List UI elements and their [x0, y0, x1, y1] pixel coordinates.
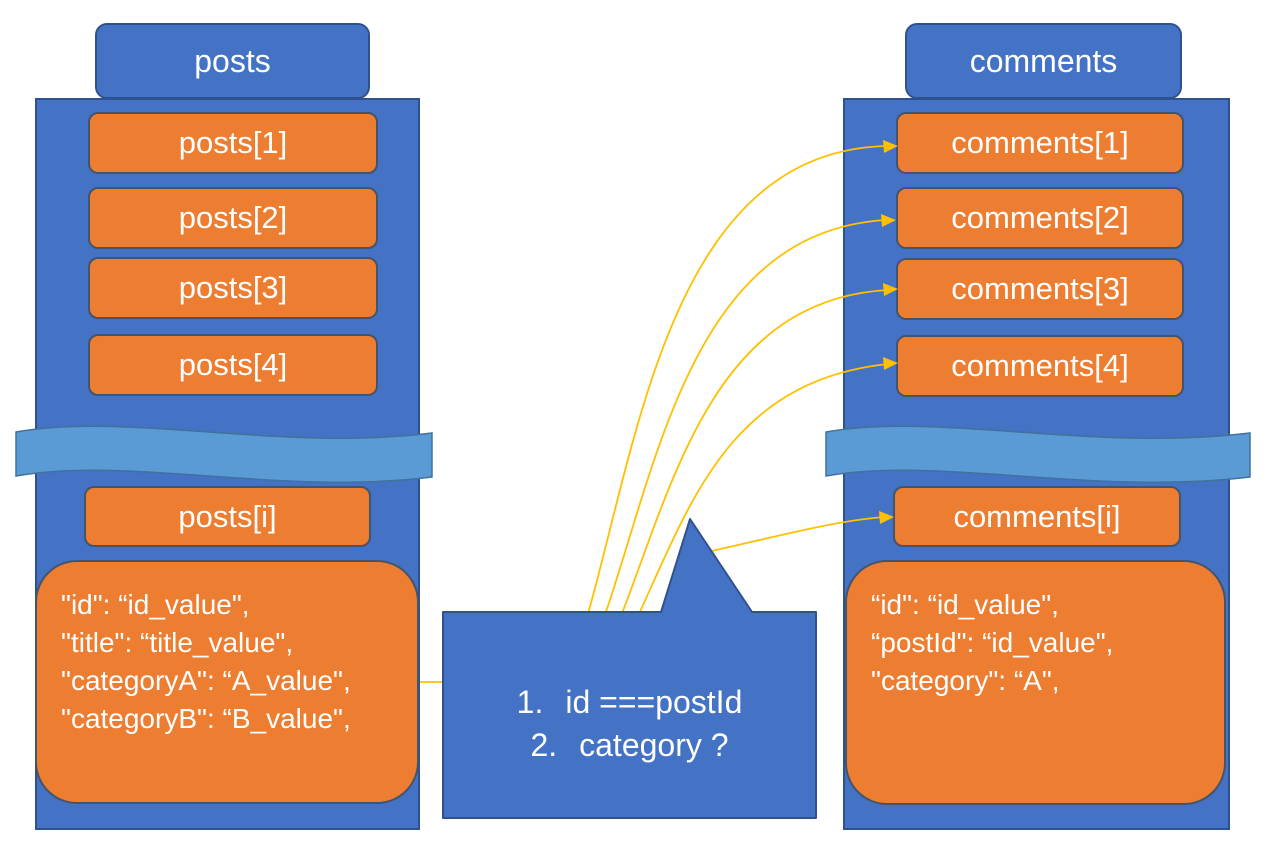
- comments-record-line: "category": “A",: [871, 665, 1060, 696]
- comments-item-1-label: comments[1]: [951, 125, 1129, 160]
- condition-line-1: 1. id ===postId: [517, 684, 743, 721]
- condition-1-text: id ===postId: [565, 684, 743, 720]
- condition-1-number: 1.: [516, 684, 544, 720]
- posts-item-4: posts[4]: [88, 334, 378, 396]
- comments-item-3: comments[3]: [896, 258, 1184, 320]
- posts-item-i-label: posts[i]: [178, 498, 277, 534]
- posts-header-label: posts: [194, 42, 271, 79]
- comments-item-4: comments[4]: [896, 335, 1184, 397]
- posts-header-tab: posts: [95, 23, 370, 99]
- condition-2-number: 2.: [530, 727, 558, 763]
- comments-item-i: comments[i]: [893, 486, 1181, 547]
- condition-2-text: category ?: [579, 727, 729, 763]
- mapping-arrow-1: [576, 145, 889, 651]
- condition-callout-text: 1. id ===postId 2. category ?: [443, 612, 816, 818]
- posts-record-line: "categoryB": “B_value",: [61, 703, 351, 734]
- posts-item-i: posts[i]: [84, 486, 371, 547]
- comments-item-2-label: comments[2]: [951, 200, 1129, 235]
- posts-item-4-label: posts[4]: [178, 347, 288, 382]
- posts-item-2: posts[2]: [88, 187, 378, 249]
- posts-item-2-label: posts[2]: [178, 200, 288, 235]
- posts-record-box: "id": “id_value", "title": “title_value"…: [35, 560, 419, 804]
- posts-item-1: posts[1]: [88, 112, 378, 174]
- comments-item-i-label: comments[i]: [953, 498, 1121, 534]
- posts-item-1-label: posts[1]: [178, 125, 288, 160]
- condition-line-2: 2. category ?: [530, 727, 728, 764]
- mapping-arrow-2: [591, 219, 887, 651]
- comments-item-4-label: comments[4]: [951, 348, 1129, 383]
- posts-record-line: "title": “title_value",: [61, 627, 294, 658]
- comments-header-tab: comments: [905, 23, 1182, 99]
- comments-header-label: comments: [969, 42, 1118, 79]
- posts-record-line: "id": “id_value",: [61, 589, 250, 620]
- comments-item-2: comments[2]: [896, 187, 1184, 249]
- comments-record-box: “id": “id_value", “postId": “id_value", …: [845, 560, 1226, 805]
- comments-item-3-label: comments[3]: [951, 271, 1129, 306]
- comments-record-line: “postId": “id_value",: [871, 627, 1114, 658]
- comments-item-1: comments[1]: [896, 112, 1184, 174]
- posts-item-3: posts[3]: [88, 257, 378, 319]
- comments-record-line: “id": “id_value",: [871, 589, 1059, 620]
- posts-item-3-label: posts[3]: [178, 270, 288, 305]
- posts-record-line: "categoryA": “A_value",: [61, 665, 351, 696]
